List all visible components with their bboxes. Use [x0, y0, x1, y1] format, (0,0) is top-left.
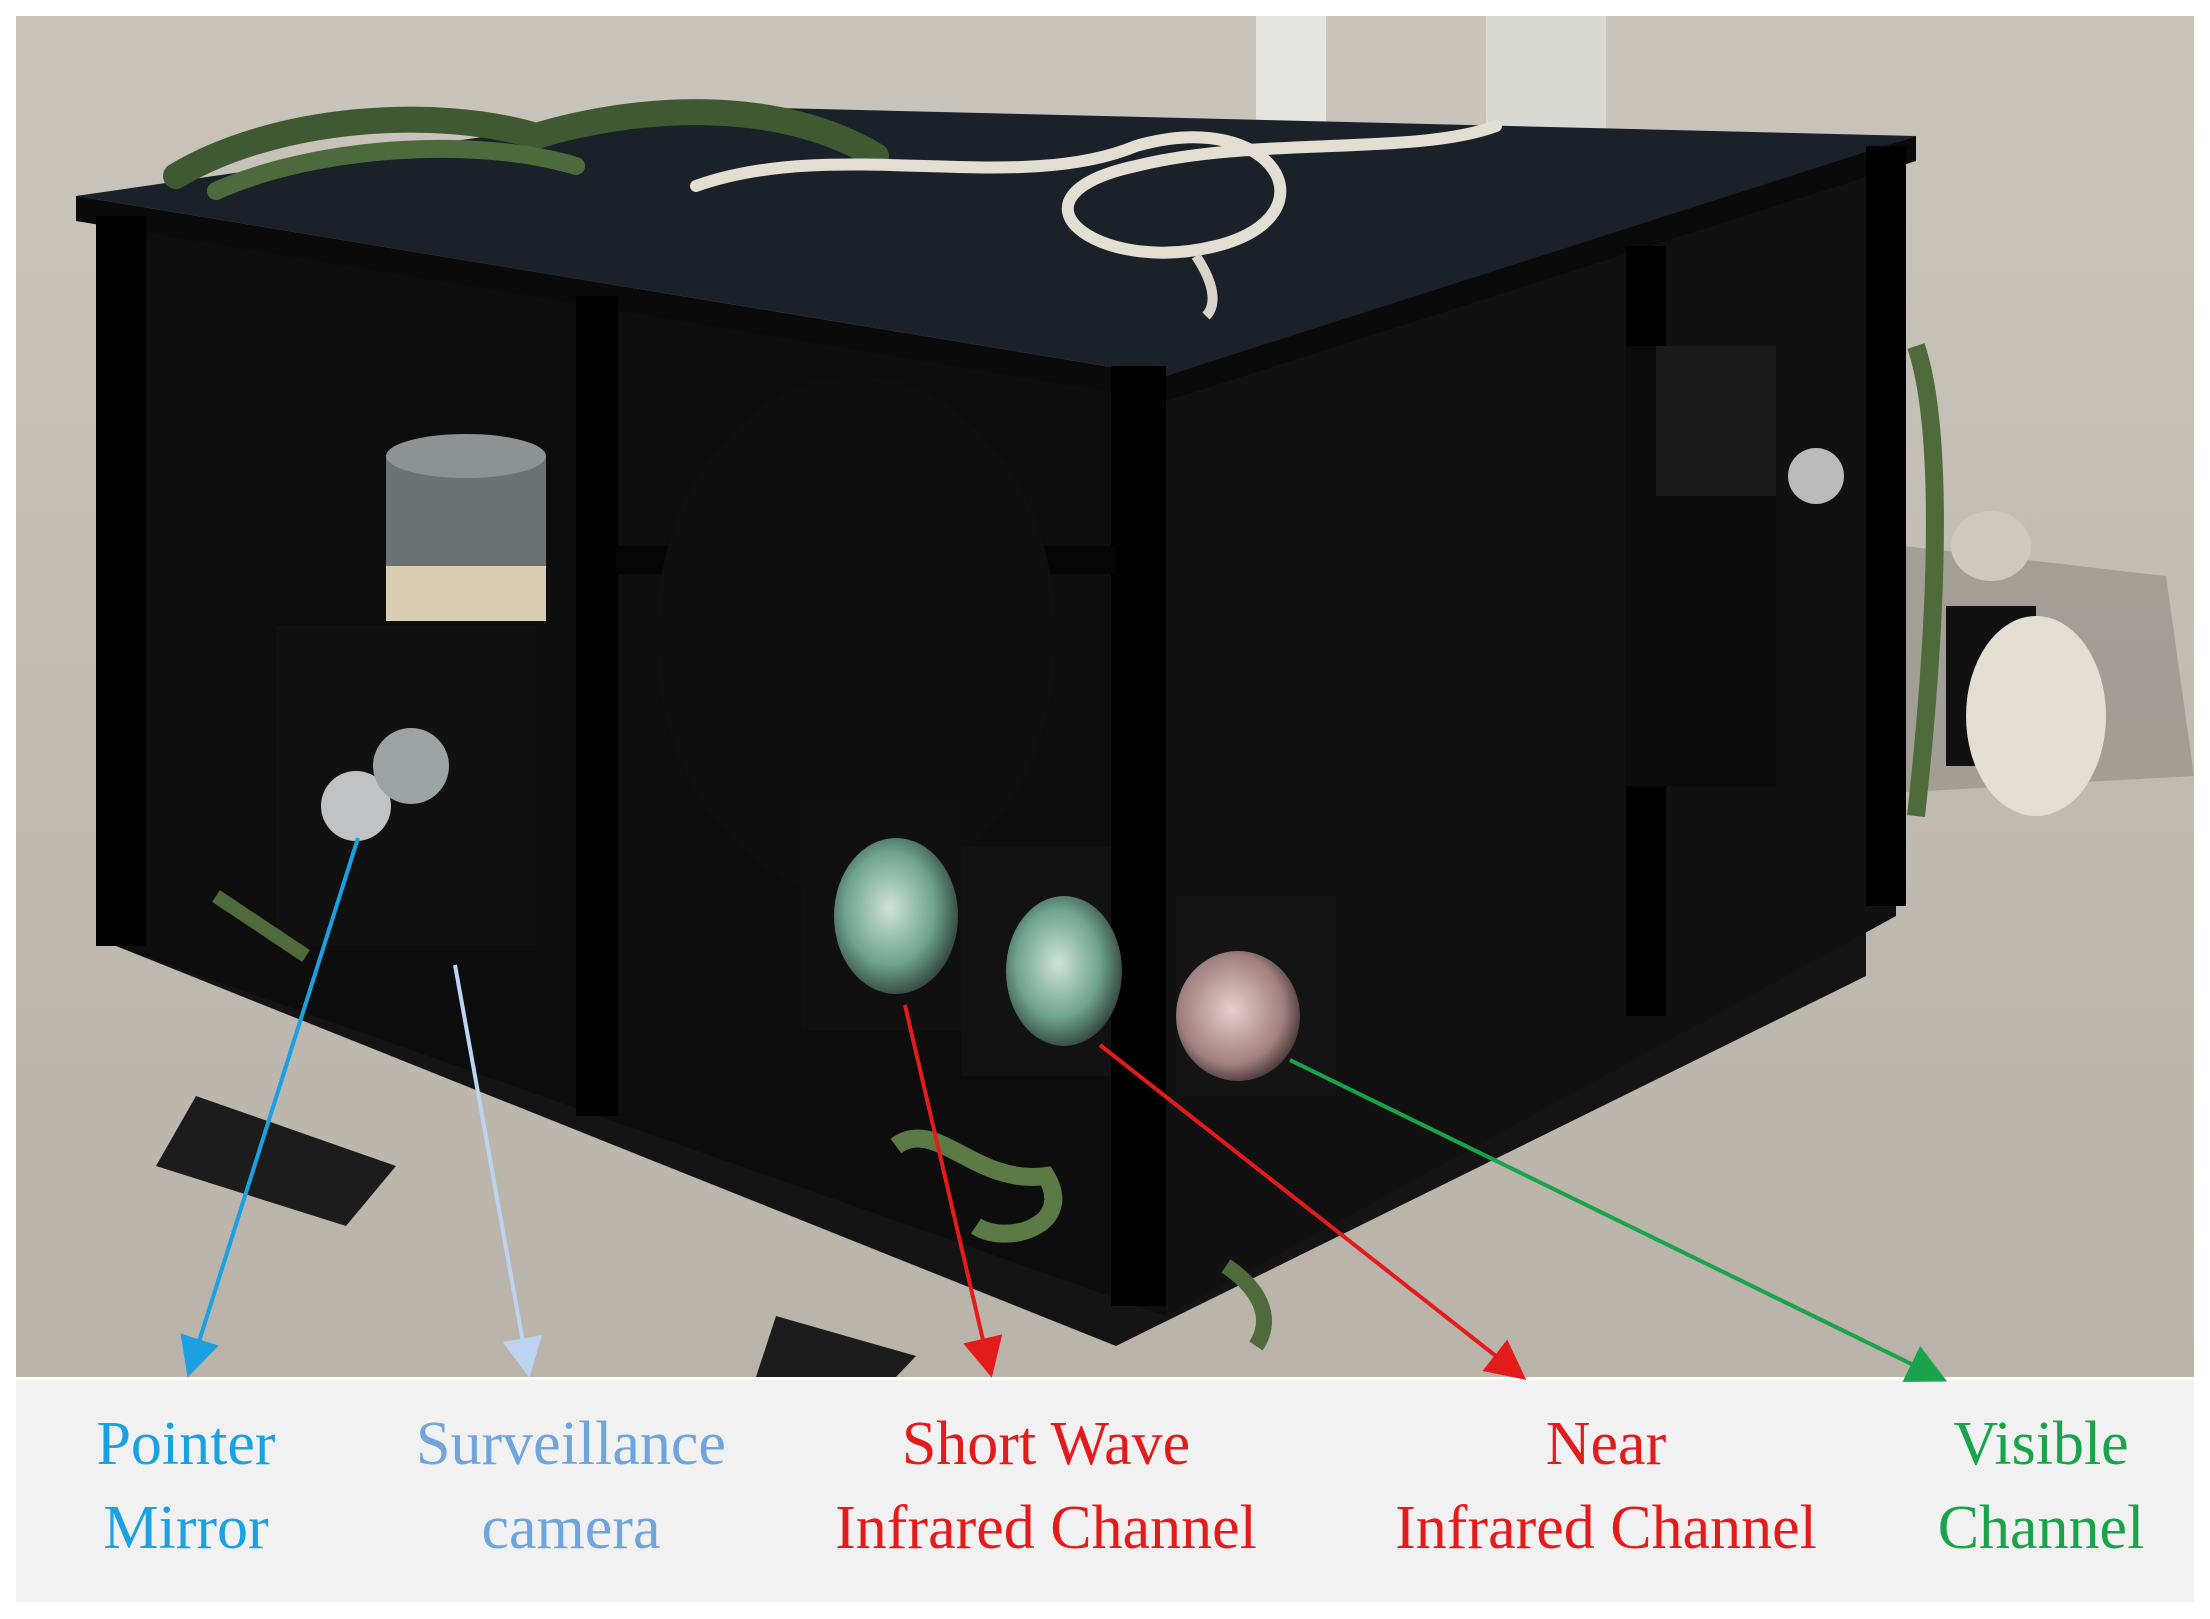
label-short-wave-line-1: Short Wave [901, 1410, 1191, 1478]
frame-post-mid [576, 296, 618, 1116]
pointer-mirror-mount [373, 728, 449, 804]
caster-wheel [1966, 616, 2106, 816]
caption-strip: Pointer Mirror Surveillance camera Short… [16, 1380, 2194, 1602]
label-visible-line-1: Visible [1953, 1410, 2129, 1478]
green-cable-bundle [163, 99, 889, 189]
pointer-motor-coil [386, 566, 546, 621]
label-visible-line-2: Channel [1937, 1494, 2145, 1562]
label-near-infrared-line-2: Infrared Channel [1395, 1494, 1817, 1562]
pointer-motor-top [386, 434, 546, 478]
label-surveillance-camera-line-2: camera [481, 1494, 661, 1562]
label-pointer-mirror: Pointer Mirror [36, 1402, 336, 1570]
label-visible-channel: Visible Channel [1896, 1402, 2186, 1570]
instrument-photo-drawing [16, 16, 2194, 1377]
frame-post-rear [1866, 146, 1906, 906]
top-plate-edge-front [76, 196, 1166, 401]
instrument-photo [16, 16, 2194, 1377]
white-cable-coil [690, 120, 1502, 259]
visible-lens [1176, 951, 1300, 1081]
forklift-rail-right [756, 1316, 916, 1377]
label-short-wave-infrared-channel: Short Wave Infrared Channel [786, 1402, 1306, 1570]
short-wave-lens [834, 838, 958, 994]
green-strap-side [1907, 343, 1944, 817]
label-near-infrared-line-1: Near [1545, 1410, 1667, 1478]
near-infrared-lens [1006, 896, 1122, 1046]
green-cable-bundle-2 [207, 139, 585, 200]
top-plate [76, 106, 1916, 376]
label-near-infrared-channel: Near Infrared Channel [1346, 1402, 1866, 1570]
label-pointer-mirror-line-1: Pointer [96, 1410, 276, 1478]
frame-post-corner [1111, 366, 1166, 1306]
label-surveillance-camera-line-1: Surveillance [416, 1410, 726, 1478]
optics-cylinder [656, 376, 1056, 896]
white-cable-end [1191, 253, 1218, 320]
pointer-mirror-knob [321, 771, 391, 841]
top-plate-edge-side [1166, 136, 1916, 401]
label-surveillance-camera: Surveillance camera [361, 1402, 781, 1570]
label-short-wave-line-2: Infrared Channel [835, 1494, 1257, 1562]
side-camera-head [1656, 346, 1776, 496]
label-pointer-mirror-line-2: Mirror [103, 1494, 269, 1562]
frame-post-left [96, 216, 146, 946]
caster-wheel-top [1951, 511, 2031, 581]
side-wheel-hub [1788, 448, 1844, 504]
